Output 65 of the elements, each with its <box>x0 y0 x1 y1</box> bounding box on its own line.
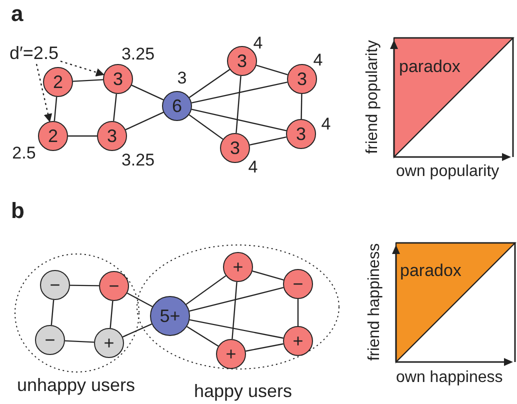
network-node: − <box>40 270 70 300</box>
connector-line <box>297 299 299 326</box>
network-node: − <box>35 325 65 355</box>
connector-line <box>64 340 94 343</box>
connector-line <box>188 69 230 98</box>
connector-line <box>72 79 104 82</box>
axis-label: friend popularity <box>365 40 381 154</box>
network-node: 3 <box>220 133 250 163</box>
degree-annotation: 3.25 <box>121 152 155 168</box>
annotation-text: d′=2.5 <box>10 44 58 62</box>
network-node: 2 <box>43 67 73 97</box>
connector-line <box>256 64 288 76</box>
connector-line <box>70 284 99 286</box>
region-label: paradox <box>399 58 460 75</box>
degree-annotation: 2.5 <box>12 144 36 162</box>
connector-line <box>189 319 284 339</box>
connector-line <box>131 84 164 100</box>
degree-annotation: 4 <box>321 116 331 132</box>
connector-line <box>113 94 117 122</box>
group-label: unhappy users <box>16 376 136 394</box>
network-node: 2 <box>38 121 68 151</box>
connector-line <box>189 287 284 312</box>
network-node: + <box>94 328 124 358</box>
panel-letter: b <box>11 200 24 222</box>
group-label: happy users <box>194 382 292 400</box>
region-label: paradox <box>400 262 462 279</box>
network-node: 3 <box>287 64 317 94</box>
network-node: + <box>223 252 253 282</box>
panel-letter: a <box>11 3 24 25</box>
connector-line <box>250 136 286 146</box>
connector-line <box>188 114 224 140</box>
network-node: + <box>216 339 246 369</box>
network-node: − <box>99 271 129 301</box>
dotted-arrow <box>36 64 52 122</box>
network-node: 3 <box>97 121 127 151</box>
degree-annotation: 3 <box>177 70 187 86</box>
connector-line <box>126 292 153 308</box>
axis-label: own happiness <box>396 370 503 386</box>
connector-line <box>186 326 219 347</box>
network-node: 3 <box>103 64 133 94</box>
connector-line <box>236 76 242 134</box>
connector-line <box>246 343 284 352</box>
connector-line <box>232 282 238 340</box>
degree-annotation: 4 <box>248 158 258 176</box>
connector-line <box>50 300 54 326</box>
network-node: 5+ <box>150 296 190 336</box>
connector-line <box>54 96 58 122</box>
connector-line <box>300 94 302 120</box>
network-node: 6 <box>162 91 192 121</box>
network-node: 3 <box>227 46 257 76</box>
connector-line <box>68 135 97 137</box>
network-node: + <box>283 326 313 356</box>
connector-line <box>192 82 288 104</box>
degree-annotation: 3.25 <box>121 46 155 62</box>
axis-label: friend happiness <box>367 243 383 361</box>
connector-line <box>186 275 226 305</box>
axis-label: own popularity <box>396 164 500 180</box>
connector-line <box>125 112 164 130</box>
dotted-arrow <box>60 60 104 76</box>
connector-line <box>252 270 284 280</box>
network-node: − <box>283 269 313 299</box>
connector-line <box>191 108 287 132</box>
network-node: 3 <box>286 119 316 149</box>
connector-line <box>110 300 114 328</box>
connector-line <box>122 324 152 338</box>
